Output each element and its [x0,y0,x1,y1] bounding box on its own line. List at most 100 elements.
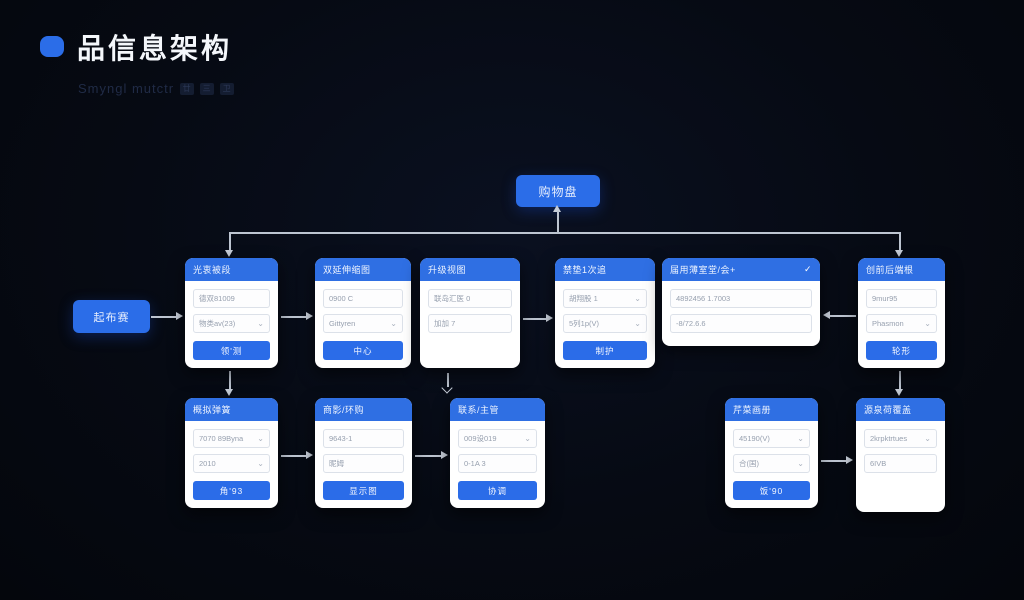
card-1-button[interactable]: 领'测 [193,341,270,360]
arrow-up-icon [553,205,561,212]
chevron-down-icon: ⌄ [634,293,641,303]
page-subtitle: Smyngl mutctr 廿 三 卫 [78,81,235,96]
connector-card1-card7 [229,371,231,391]
card-11-header: 源泉荷覆盖 [856,398,945,421]
field-value: 胡翔股 1 [569,294,598,303]
card-6-header: 创前后端根 [858,258,945,281]
field-value: 加加 7 [434,319,456,328]
select-field[interactable]: Gittyren⌄ [323,314,403,333]
arrow-down-icon [225,250,233,257]
field-value: 联岛汇医 0 [434,294,471,303]
card-1: 光衷被段 德双81009 物类av(23) ⌄ 领'测 [185,258,278,368]
chevron-down-icon: ⌄ [257,318,264,328]
arrow-left-icon [823,311,830,319]
card-10-button[interactable]: 饭'90 [733,481,810,500]
field-value: 2krpktrtues [870,434,908,443]
field-value: 7070 89Byna [199,434,244,443]
field-value: 物类av(23) [199,319,236,328]
input-field[interactable]: 德双81009 [193,289,270,308]
connector-entry-card1 [151,316,178,318]
arrow-right-icon [306,312,313,320]
card-6-button[interactable]: 轮形 [866,341,937,360]
chevron-down-icon: ⌄ [924,318,931,328]
field-value: 009设019 [464,434,497,443]
input-field[interactable]: 联岛汇医 0 [428,289,512,308]
arrow-right-icon [176,312,183,320]
input-field[interactable]: 6IVB [864,454,937,473]
card-7: 概拟弹簧 7070 89Byna ⌄ 2010⌄ 角'93 [185,398,278,508]
select-field[interactable]: 胡翔股 1 ⌄ [563,289,647,308]
card-title: 升级视图 [428,265,467,275]
select-field[interactable]: 合(国)⌄ [733,454,810,473]
card-8: 商影/环购 9643-1 昵姆 显示图 [315,398,412,508]
card-5: 届用薄室堂/会+ ✓ 4892456 1.7003 -8/72.6.6 [662,258,820,346]
card-10: 芹菜画册 45190(V) ⌄ 合(国)⌄ 饭'90 [725,398,818,508]
select-field[interactable]: 2krpktrtues⌄ [864,429,937,448]
node-entry[interactable]: 起布赛 [73,300,150,333]
card-3-body: 联岛汇医 0 加加 7 [420,281,520,368]
card-7-button[interactable]: 角'93 [193,481,270,500]
card-1-header: 光衷被段 [185,258,278,281]
connector-card7-card8 [281,455,308,457]
input-field[interactable]: 昵姆 [323,454,404,473]
select-field[interactable]: 5列1p(V)⌄ [563,314,647,333]
card-title: 联系/主管 [458,405,500,415]
card-2-header: 双延伸缩图 [315,258,411,281]
card-title: 商影/环购 [323,405,365,415]
select-field[interactable]: 7070 89Byna ⌄ [193,429,270,448]
card-8-header: 商影/环购 [315,398,412,421]
connector-card10-card11 [821,460,848,462]
select-field[interactable]: 物类av(23) ⌄ [193,314,270,333]
chevron-down-icon: ⌄ [257,458,264,468]
input-field[interactable]: 0-1A 3 [458,454,537,473]
card-2: 双延伸缩图 0900 C Gittyren⌄ 中心 [315,258,411,368]
input-field[interactable]: 0900 C [323,289,403,308]
connector-bus-left-drop [229,232,231,251]
card-title: 概拟弹簧 [193,405,232,415]
card-title: 源泉荷覆盖 [864,405,912,415]
field-value: 合(国) [739,459,759,468]
field-value: 9mur95 [872,294,898,303]
input-field[interactable]: -8/72.6.6 [670,314,812,333]
card-9: 联系/主管 009设019⌄ 0-1A 3 协调 [450,398,545,508]
card-5-header: 届用薄室堂/会+ ✓ [662,258,820,281]
card-3: 升级视图 联岛汇医 0 加加 7 [420,258,520,368]
input-field[interactable]: 4892456 1.7003 [670,289,812,308]
card-8-button[interactable]: 显示图 [323,481,404,500]
card-9-button[interactable]: 协调 [458,481,537,500]
card-title: 创前后端根 [866,265,914,275]
card-9-header: 联系/主管 [450,398,545,421]
chevron-down-icon: ⌄ [390,318,397,328]
card-title: 芹菜画册 [733,405,772,415]
card-title: 禁垫1次追 [563,265,607,275]
card-4-body: 胡翔股 1 ⌄ 5列1p(V)⌄ 制护 [555,281,655,368]
select-field[interactable]: 45190(V) ⌄ [733,429,810,448]
select-field[interactable]: Phasmon⌄ [866,314,937,333]
arrow-down-icon [225,389,233,396]
field-value: 昵姆 [329,459,344,468]
connector-card8-card9 [415,455,443,457]
card-2-button[interactable]: 中心 [323,341,403,360]
card-3-header: 升级视图 [420,258,520,281]
input-field[interactable]: 9643-1 [323,429,404,448]
connector-card3-card4 [523,318,548,320]
card-4-button[interactable]: 制护 [563,341,647,360]
chevron-down-icon: ⌄ [257,433,264,443]
node-root[interactable]: 购物盘 [516,175,600,207]
card-8-body: 9643-1 昵姆 显示图 [315,421,412,508]
arrow-right-icon [441,451,448,459]
connector-root-drop [557,211,559,232]
card-7-body: 7070 89Byna ⌄ 2010⌄ 角'93 [185,421,278,508]
card-title: 双延伸缩图 [323,265,371,275]
select-field[interactable]: 009设019⌄ [458,429,537,448]
arrow-right-icon [546,314,553,322]
input-field[interactable]: 9mur95 [866,289,937,308]
subtitle-badge: 廿 [180,82,195,95]
page-subtitle-text: Smyngl mutctr [78,81,175,96]
field-value: 45190(V) [739,434,770,443]
select-field[interactable]: 2010⌄ [193,454,270,473]
input-field[interactable]: 加加 7 [428,314,512,333]
chevron-down-icon: ⌄ [797,433,804,443]
check-icon[interactable]: ✓ [803,264,812,274]
connector-bus-right-drop [899,232,901,251]
